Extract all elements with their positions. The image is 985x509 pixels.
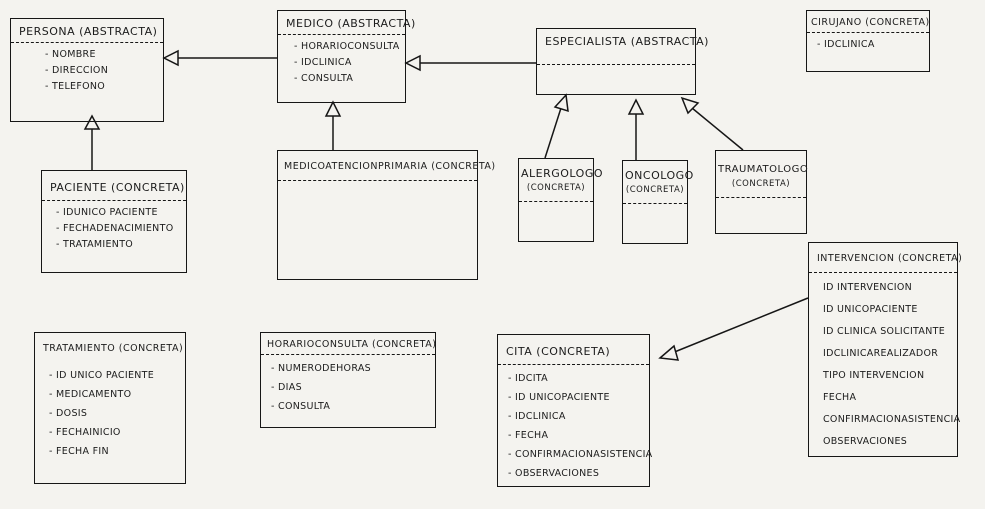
class-medico: Medico (Abstracta) - HorarioConsulta - i…: [277, 10, 416, 103]
attribute: - FechaInicio: [49, 427, 121, 438]
class-title: Tratamiento (Concreta): [43, 343, 184, 354]
divider: [11, 42, 163, 43]
attribute: Tipo Intervencion: [823, 370, 925, 381]
attribute: - HorarioConsulta: [294, 41, 400, 52]
attribute: - Consulta: [271, 401, 331, 412]
attribute: - id Unico Paciente: [49, 370, 155, 381]
class-title: Especialista (Abstracta): [545, 35, 709, 48]
inheritance-arrow-persona: [162, 49, 179, 67]
class-paciente: Paciente (Concreta) - idUnico Paciente -…: [41, 170, 187, 273]
attribute-list: - Nombre - Direccion - Telefono: [11, 47, 163, 95]
class-name: Alergologo: [521, 167, 604, 180]
inheritance-arrow-medico: [404, 54, 421, 72]
class-title: Persona (Abstracta): [19, 25, 158, 38]
class-intervencion: Intervencion (Concreta) id Intervencion …: [808, 242, 963, 457]
traumatologo-especialista-line: [691, 107, 744, 151]
attribute-list: id Intervencion id UnicoPaciente id Clin…: [809, 277, 961, 453]
divider: [807, 32, 929, 33]
attribute: - idCita: [508, 373, 548, 384]
attribute-list: - HorarioConsulta - idClinica - Consulta: [278, 39, 405, 87]
divider: [537, 64, 695, 65]
divider: [278, 34, 405, 35]
divider: [809, 272, 957, 273]
class-title: Intervencion (Concreta): [817, 253, 963, 264]
attribute: id UnicoPaciente: [823, 304, 918, 315]
attribute: - Direccion: [45, 65, 109, 76]
divider: [623, 203, 687, 204]
attribute: - FechaDeNacimiento: [56, 223, 174, 234]
inheritance-arrow-cita: [658, 344, 680, 361]
class-oncologo: Oncologo (Concreta): [622, 160, 694, 244]
attribute: id Clinica Solicitante: [823, 326, 946, 337]
divider: [716, 197, 806, 198]
inheritance-arrow-especialista-3: [680, 96, 700, 115]
attribute: idClinicaRealizador: [823, 348, 939, 359]
class-title: Oncologo (Concreta): [623, 161, 694, 197]
attribute: - Nombre: [45, 49, 96, 60]
attribute: - Tratamiento: [56, 239, 134, 250]
divider: [498, 364, 649, 365]
class-kind: (Concreta): [731, 179, 791, 189]
inheritance-arrow-especialista-1: [553, 93, 569, 113]
attribute: Observaciones: [823, 436, 908, 447]
divider: [42, 200, 186, 201]
attribute: - Telefono: [45, 81, 106, 92]
class-medico-atencion-primaria: MedicoAtencionPrimaria (Concreta): [277, 150, 496, 280]
class-especialista: Especialista (Abstracta): [536, 28, 709, 95]
class-title: Cita (Concreta): [506, 345, 611, 358]
class-persona: Persona (Abstracta) - Nombre - Direccion…: [10, 18, 164, 122]
attribute: - Dosis: [49, 408, 88, 419]
attribute: Fecha: [823, 392, 857, 403]
intervencion-cita-line: [671, 297, 809, 354]
inheritance-arrow-persona-2: [83, 114, 101, 130]
attribute: - idClinica: [508, 411, 566, 422]
class-name: Oncologo: [625, 169, 694, 182]
attribute: - idClinica: [817, 39, 875, 50]
attribute: - id UnicoPaciente: [508, 392, 610, 403]
attribute: - Fecha: [508, 430, 549, 441]
class-name: Traumatologo: [718, 164, 809, 175]
attribute: - NumeroDeHoras: [271, 363, 371, 374]
class-tratamiento: Tratamiento (Concreta) - id Unico Pacien…: [34, 332, 186, 484]
inheritance-arrow-medico-2: [324, 100, 342, 117]
class-title: Traumatologo (Concreta): [716, 151, 809, 191]
class-alergologo: Alergologo (Concreta): [518, 158, 604, 242]
attribute: - Dias: [271, 382, 302, 393]
divider: [261, 354, 435, 355]
attribute-list: - NumeroDeHoras - Dias - Consulta: [261, 359, 435, 416]
divider: [519, 201, 593, 202]
class-horario-consulta: HorarioConsulta (Concreta) - NumeroDeHor…: [260, 332, 436, 428]
alergologo-especialista-line: [544, 107, 562, 159]
attribute-list: - id Unico Paciente - Medicamento - Dosi…: [35, 366, 185, 461]
divider: [278, 180, 477, 181]
attribute: - idUnico Paciente: [56, 207, 158, 218]
class-title: Medico (Abstracta): [286, 17, 416, 30]
class-title: Paciente (Concreta): [50, 181, 185, 194]
class-title: HorarioConsulta (Concreta): [267, 339, 437, 350]
attribute: - Medicamento: [49, 389, 132, 400]
attribute: ConfirmacionAsistencia: [823, 414, 961, 425]
attribute: id Intervencion: [823, 282, 913, 293]
attribute: - ConfirmacionAsistencia: [508, 449, 653, 460]
class-kind: (Concreta): [526, 183, 586, 193]
attribute: - Consulta: [294, 73, 354, 84]
class-traumatologo: Traumatologo (Concreta): [715, 150, 809, 234]
class-title: Alergologo (Concreta): [519, 159, 604, 195]
inheritance-arrow-especialista-2: [627, 98, 645, 115]
class-title: Cirujano (Concreta): [811, 17, 930, 28]
attribute-list: - idClinica: [807, 37, 929, 53]
attribute-list: - idUnico Paciente - FechaDeNacimiento -…: [42, 205, 186, 253]
attribute-list: - idCita - id UnicoPaciente - idClinica …: [498, 369, 653, 483]
attribute: - idClinica: [294, 57, 352, 68]
class-cita: Cita (Concreta) - idCita - id UnicoPacie…: [497, 334, 653, 487]
attribute: - Fecha Fin: [49, 446, 109, 457]
class-kind: (Concreta): [625, 185, 685, 195]
class-title: MedicoAtencionPrimaria (Concreta): [284, 161, 496, 172]
attribute: - Observaciones: [508, 468, 600, 479]
class-cirujano: Cirujano (Concreta) - idClinica: [806, 10, 930, 72]
